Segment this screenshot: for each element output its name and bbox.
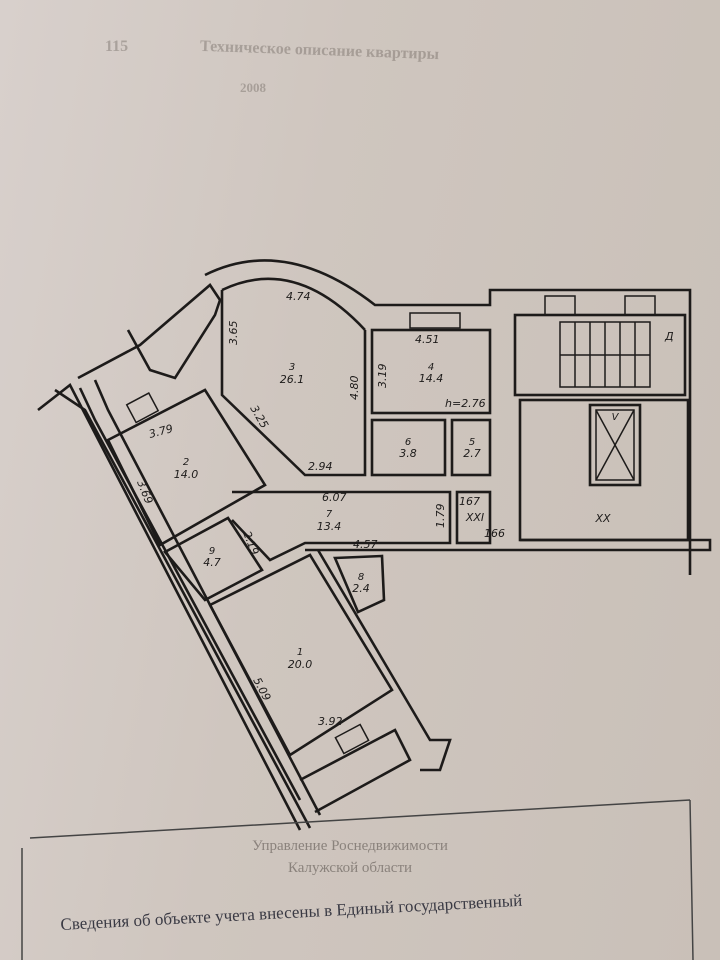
- lobby-xx-walls: [518, 398, 690, 542]
- dim-3-19: 3.19: [376, 364, 389, 389]
- room-4-walls: [370, 328, 492, 415]
- room-4-number: 4: [428, 362, 434, 373]
- room-4-area: 14.4: [419, 372, 444, 385]
- room-2-walls: [106, 388, 267, 547]
- room-6-area: 3.8: [399, 447, 417, 460]
- windows: [125, 295, 656, 755]
- dim-2-94: 2.94: [308, 460, 333, 473]
- balcony: [77, 283, 222, 380]
- dim-4-80: 4.80: [348, 376, 361, 401]
- dim-3-65: 3.65: [227, 321, 240, 346]
- room-3-number: 3: [289, 362, 295, 373]
- faint-header-year: 2008: [240, 80, 266, 95]
- stamp-line-2: Калужской области: [287, 860, 413, 876]
- stamp-line-1: Управление Роснедвижимости: [252, 838, 448, 854]
- xxi-walls: [455, 490, 492, 545]
- stamp-frame: [21, 799, 694, 960]
- dim-3-25: 3.25: [247, 403, 271, 431]
- faint-header-code: 115: [105, 38, 129, 55]
- dim-1-79: 1.79: [434, 504, 447, 529]
- arch-wall-outer: [204, 259, 692, 575]
- dim-3-79: 3.79: [147, 422, 174, 441]
- room-1-area: 20.0: [288, 658, 313, 671]
- dim-166: 166: [484, 527, 505, 540]
- dim-4-74: 4.74: [286, 290, 311, 303]
- bottom-balcony: [299, 728, 412, 814]
- outer-wall-left: [37, 383, 302, 831]
- room-1-number: 1: [297, 647, 303, 658]
- dim-4-51: 4.51: [415, 333, 440, 346]
- xxi-label: XXI: [465, 511, 484, 524]
- room-5-area: 2.7: [463, 447, 481, 460]
- d-label: Д: [664, 330, 674, 343]
- dim-6-07: 6.07: [322, 491, 347, 504]
- room-1-walls: [208, 553, 394, 757]
- room-6-number: 6: [405, 437, 411, 448]
- room-5-walls: [450, 418, 492, 477]
- room-8-number: 8: [358, 572, 364, 583]
- ceiling-height: h=2.76: [445, 397, 486, 410]
- dim-4-57: 4.57: [353, 538, 378, 551]
- v-label: V: [612, 412, 620, 423]
- dim-167: 167: [459, 495, 480, 508]
- room-2-number: 2: [183, 457, 189, 468]
- room-2-area: 14.0: [174, 468, 199, 481]
- elevator-shaft: [588, 403, 642, 487]
- room-8-area: 2.4: [352, 582, 370, 595]
- room-7-number: 7: [326, 509, 333, 520]
- room-5-number: 5: [469, 437, 475, 448]
- outer-wall-left-inner: [54, 388, 312, 829]
- stairs: [559, 321, 651, 388]
- corridor-7-walls: [231, 490, 452, 562]
- room-8-walls: [333, 554, 386, 614]
- room-6-walls: [370, 418, 447, 477]
- room-7-area: 13.4: [317, 520, 342, 533]
- xx-label: XX: [594, 512, 611, 525]
- room-9-walls: [162, 516, 264, 602]
- room-9-number: 9: [209, 546, 215, 557]
- stair-block: [513, 313, 687, 397]
- room-3-area: 26.1: [280, 373, 305, 386]
- room-9-area: 4.7: [203, 556, 221, 569]
- dim-3-92: 3.92: [318, 715, 343, 728]
- room-3-walls: [220, 290, 367, 477]
